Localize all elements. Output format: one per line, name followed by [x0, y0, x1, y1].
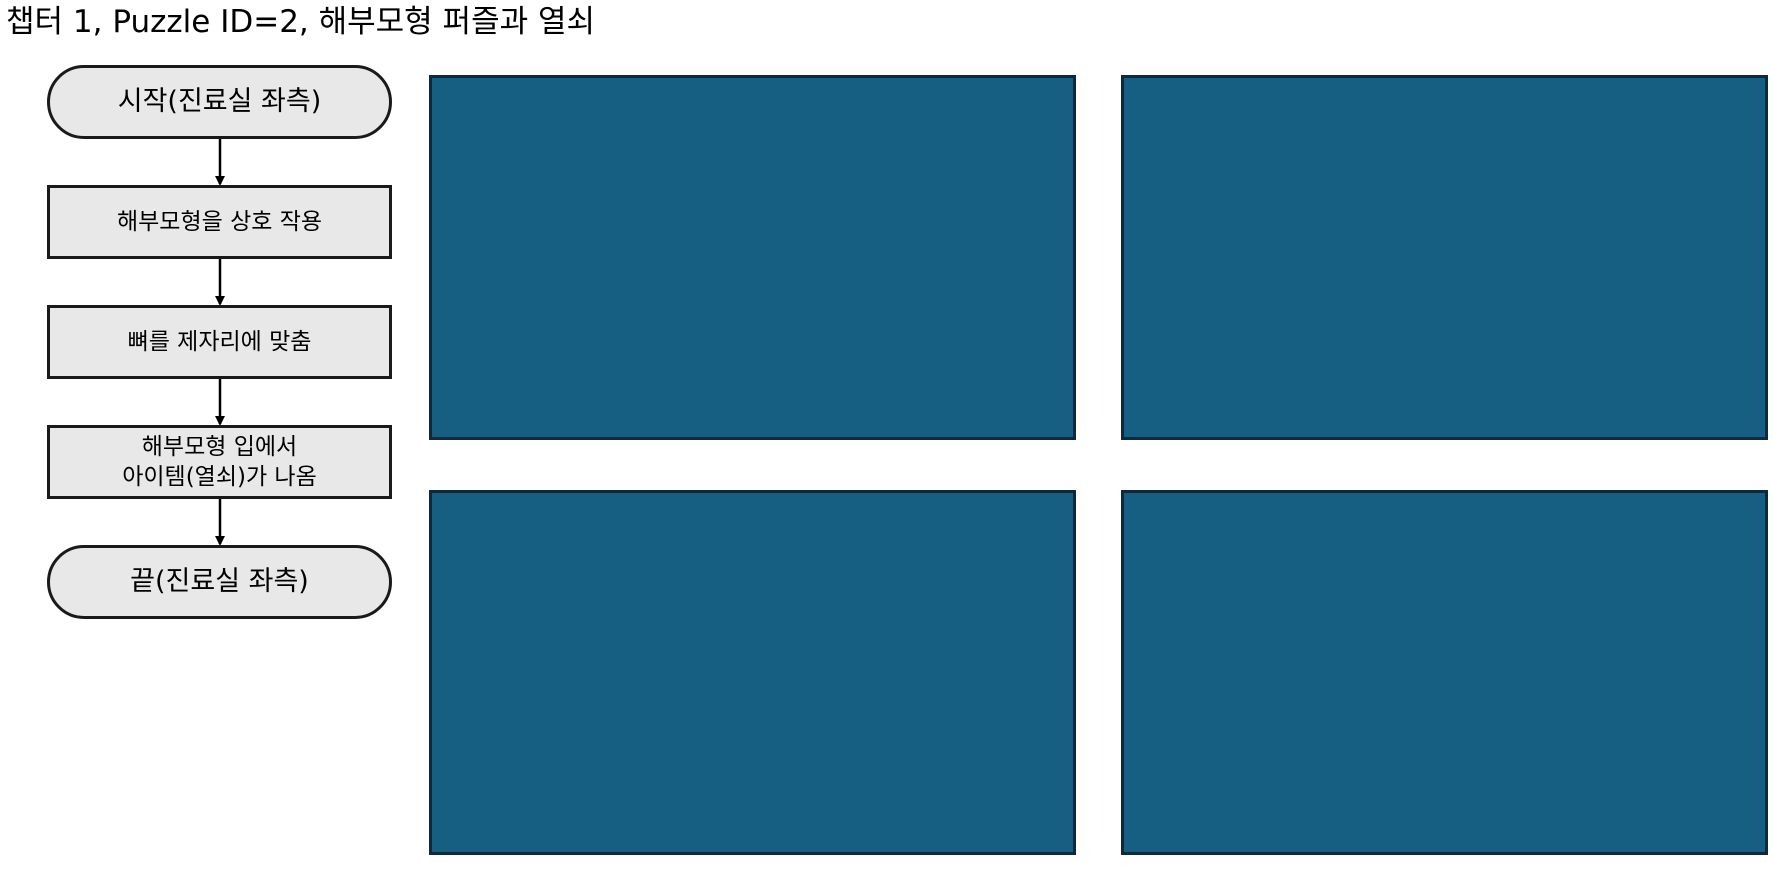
- flow-node-key-item: 해부모형 입에서 아이템(열쇠)가 나옴: [47, 425, 392, 499]
- panel-bottom-left: [429, 490, 1076, 855]
- panel-bottom-right: [1121, 490, 1768, 855]
- flow-node-end: 끝(진료실 좌측): [47, 545, 392, 619]
- flow-node-interact-model: 해부모형을 상호 작용: [47, 185, 392, 259]
- panel-top-left: [429, 75, 1076, 440]
- flow-node-start: 시작(진료실 좌측): [47, 65, 392, 139]
- panel-top-right: [1121, 75, 1768, 440]
- flow-node-fit-bones: 뼈를 제자리에 맞춤: [47, 305, 392, 379]
- page-title: 챕터 1, Puzzle ID=2, 해부모형 퍼즐과 열쇠: [6, 4, 596, 40]
